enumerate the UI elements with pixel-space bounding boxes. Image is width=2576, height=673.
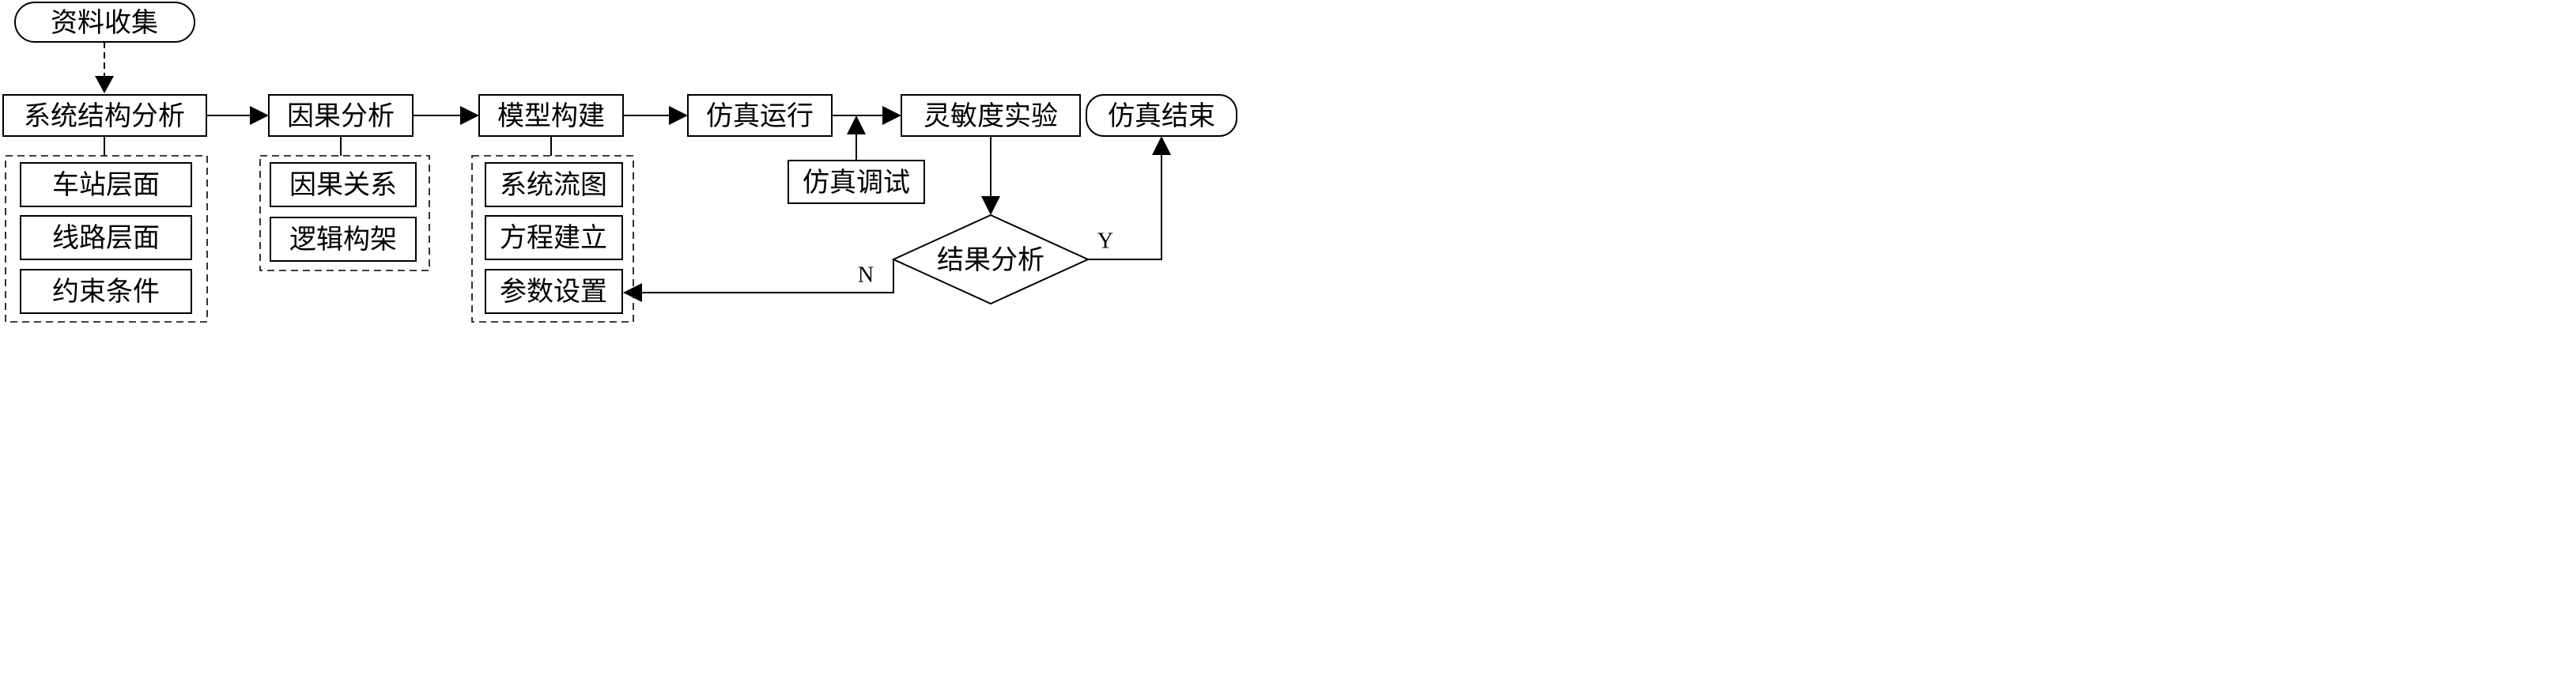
item-station-level-label: 车站层面 (52, 169, 160, 201)
item-equation-label: 方程建立 (500, 222, 607, 254)
node-sensitivity-label: 灵敏度实验 (924, 100, 1058, 132)
arrow-yes-to-end (1088, 136, 1171, 260)
node-sim-end-label: 仿真结束 (1108, 100, 1215, 132)
item-params: 参数设置 (485, 269, 623, 314)
arrow-system-to-causal (206, 106, 269, 125)
node-model-build-label: 模型构建 (497, 100, 605, 132)
arrow-model-to-run (623, 106, 688, 125)
item-line-level-label: 线路层面 (52, 222, 160, 254)
group-causal (259, 155, 430, 271)
node-sim-run-label: 仿真运行 (706, 100, 814, 132)
item-system-flow-label: 系统流图 (500, 169, 607, 201)
node-model-build: 模型构建 (478, 94, 624, 137)
item-logic-frame: 逻辑构架 (270, 217, 417, 262)
group-system (5, 155, 208, 323)
node-result-analysis-label: 结果分析 (937, 244, 1044, 276)
item-constraints-label: 约束条件 (52, 276, 160, 308)
node-collect: 资料收集 (14, 2, 195, 43)
node-collect-label: 资料收集 (51, 7, 158, 39)
node-system-analysis: 系统结构分析 (2, 94, 207, 137)
node-sim-end: 仿真结束 (1086, 94, 1237, 137)
arrow-no-to-params (623, 259, 894, 302)
node-sim-debug: 仿真调试 (788, 160, 925, 204)
item-causal-relation-label: 因果关系 (289, 169, 397, 201)
node-sim-debug-label: 仿真调试 (803, 167, 910, 198)
item-causal-relation: 因果关系 (270, 162, 417, 207)
node-result-analysis: 结果分析 (891, 214, 1090, 305)
decision-yes-label: Y (1097, 229, 1113, 254)
flowchart: 资料收集 系统结构分析 因果分析 模型构建 仿真运行 (2, 2, 1237, 323)
item-system-flow: 系统流图 (485, 162, 623, 207)
item-equation: 方程建立 (485, 215, 623, 260)
item-logic-frame-label: 逻辑构架 (289, 224, 397, 255)
arrow-causal-to-model (413, 106, 479, 125)
item-station-level: 车站层面 (20, 162, 192, 207)
item-constraints: 约束条件 (20, 269, 192, 314)
arrow-collect-to-system (95, 42, 114, 93)
item-params-label: 参数设置 (500, 276, 607, 308)
arrow-debug-to-line (847, 115, 866, 161)
group-model (471, 155, 634, 323)
item-line-level: 线路层面 (20, 215, 192, 260)
node-sensitivity: 灵敏度实验 (901, 94, 1081, 137)
arrow-run-to-sensitivity (832, 106, 901, 125)
node-causal-analysis-label: 因果分析 (287, 100, 395, 132)
node-sim-run: 仿真运行 (687, 94, 833, 137)
arrow-sensitivity-to-result (981, 136, 1000, 215)
node-system-analysis-label: 系统结构分析 (24, 100, 185, 132)
node-causal-analysis: 因果分析 (268, 94, 414, 137)
decision-no-label: N (858, 263, 874, 288)
